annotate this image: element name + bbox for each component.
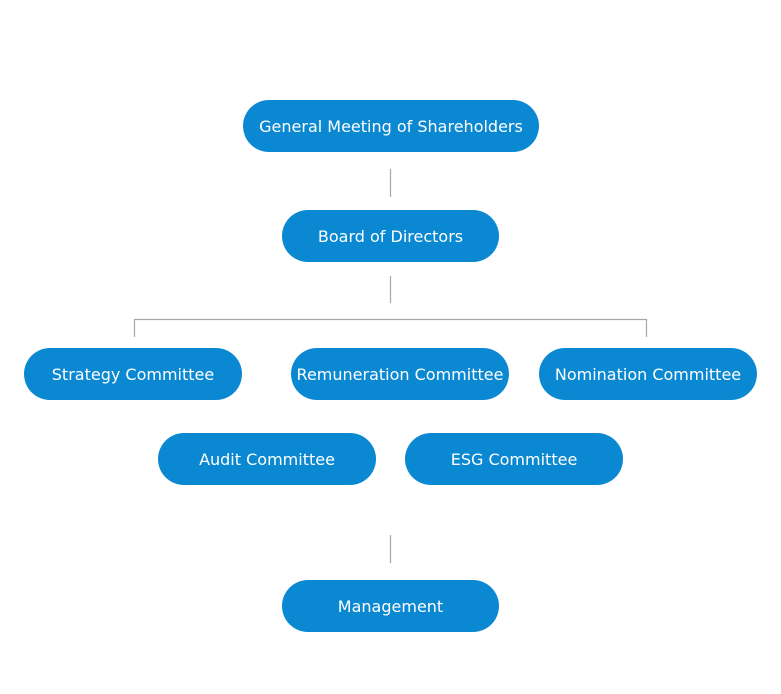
node-management: Management	[282, 580, 499, 632]
node-esg-committee: ESG Committee	[405, 433, 623, 485]
node-label: Audit Committee	[199, 449, 335, 469]
node-remuneration-committee: Remuneration Committee	[291, 348, 509, 400]
node-label: Remuneration Committee	[296, 364, 504, 384]
node-general-meeting-of-shareholders: General Meeting of Shareholders	[243, 100, 539, 152]
node-board-of-directors: Board of Directors	[282, 210, 499, 262]
node-label: Strategy Committee	[51, 364, 215, 384]
node-strategy-committee: Strategy Committee	[24, 348, 242, 400]
node-label: Board of Directors	[317, 226, 464, 246]
node-label: Management	[337, 596, 444, 616]
node-nomination-committee: Nomination Committee	[539, 348, 757, 400]
node-label: Nomination Committee	[554, 364, 742, 384]
node-label: ESG Committee	[450, 449, 578, 469]
node-label: General Meeting of Shareholders	[259, 116, 523, 136]
node-audit-committee: Audit Committee	[158, 433, 376, 485]
